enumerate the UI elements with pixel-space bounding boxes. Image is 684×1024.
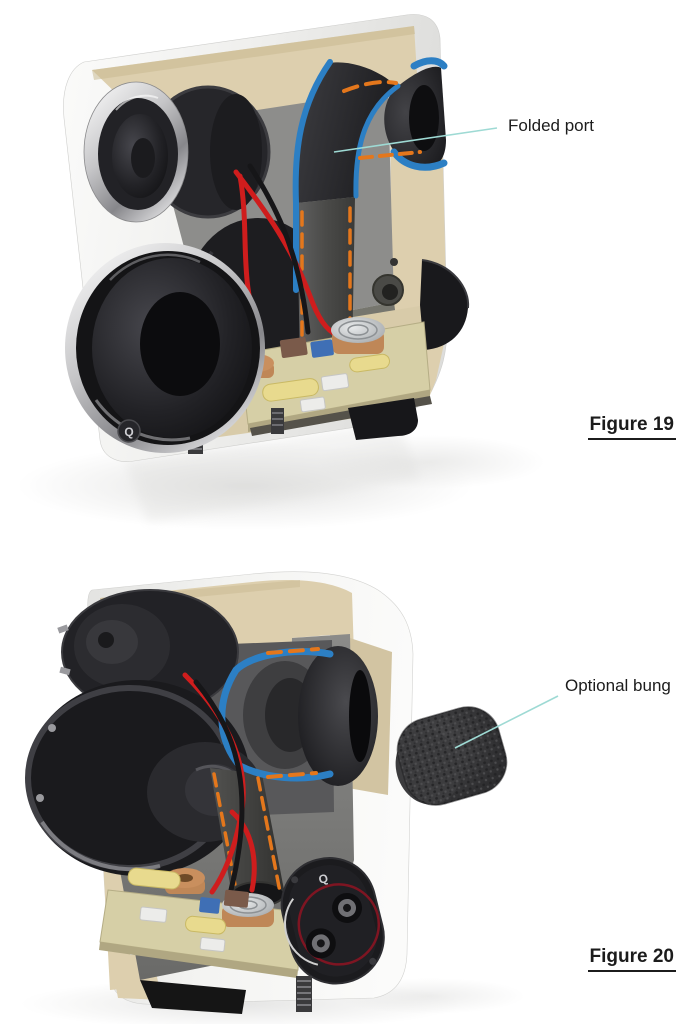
speaker-front-cutaway-illustration: Q [17, 14, 545, 530]
woofer [65, 243, 265, 453]
annotation-optional-bung: Optional bung [565, 676, 671, 695]
capacitors-and-connectors-rear [127, 867, 250, 953]
capacitors-and-connectors [262, 337, 391, 413]
terminal-q-logo: Q [317, 871, 329, 887]
figure20-feet [140, 976, 312, 1014]
figure19-reflection [17, 422, 545, 530]
optional-bung-leader-line [454, 695, 559, 749]
rear-terminal-cup-side [372, 258, 470, 350]
crossover-pcb-rear [99, 867, 301, 978]
tweeter [83, 81, 189, 223]
terminal-cup: Q [280, 857, 385, 985]
inductor-coil-large [331, 317, 385, 354]
binding-post [305, 928, 336, 959]
figure-19-caption: Figure 19 [587, 414, 676, 440]
annotation-folded-port: Folded port [508, 116, 594, 135]
figure20-wiring [182, 672, 257, 897]
figure-20-caption: Figure 20 [587, 946, 676, 972]
q-logo-badge: Q [117, 419, 141, 443]
q-logo-letter: Q [124, 425, 133, 439]
binding-post [332, 892, 363, 923]
folded-port-leader-line [333, 127, 498, 153]
foam-bung [395, 706, 508, 806]
crossover-pcb [238, 317, 431, 432]
speaker-rear-cutaway-illustration: Q [20, 571, 559, 1024]
folded-port-rear [210, 646, 378, 907]
